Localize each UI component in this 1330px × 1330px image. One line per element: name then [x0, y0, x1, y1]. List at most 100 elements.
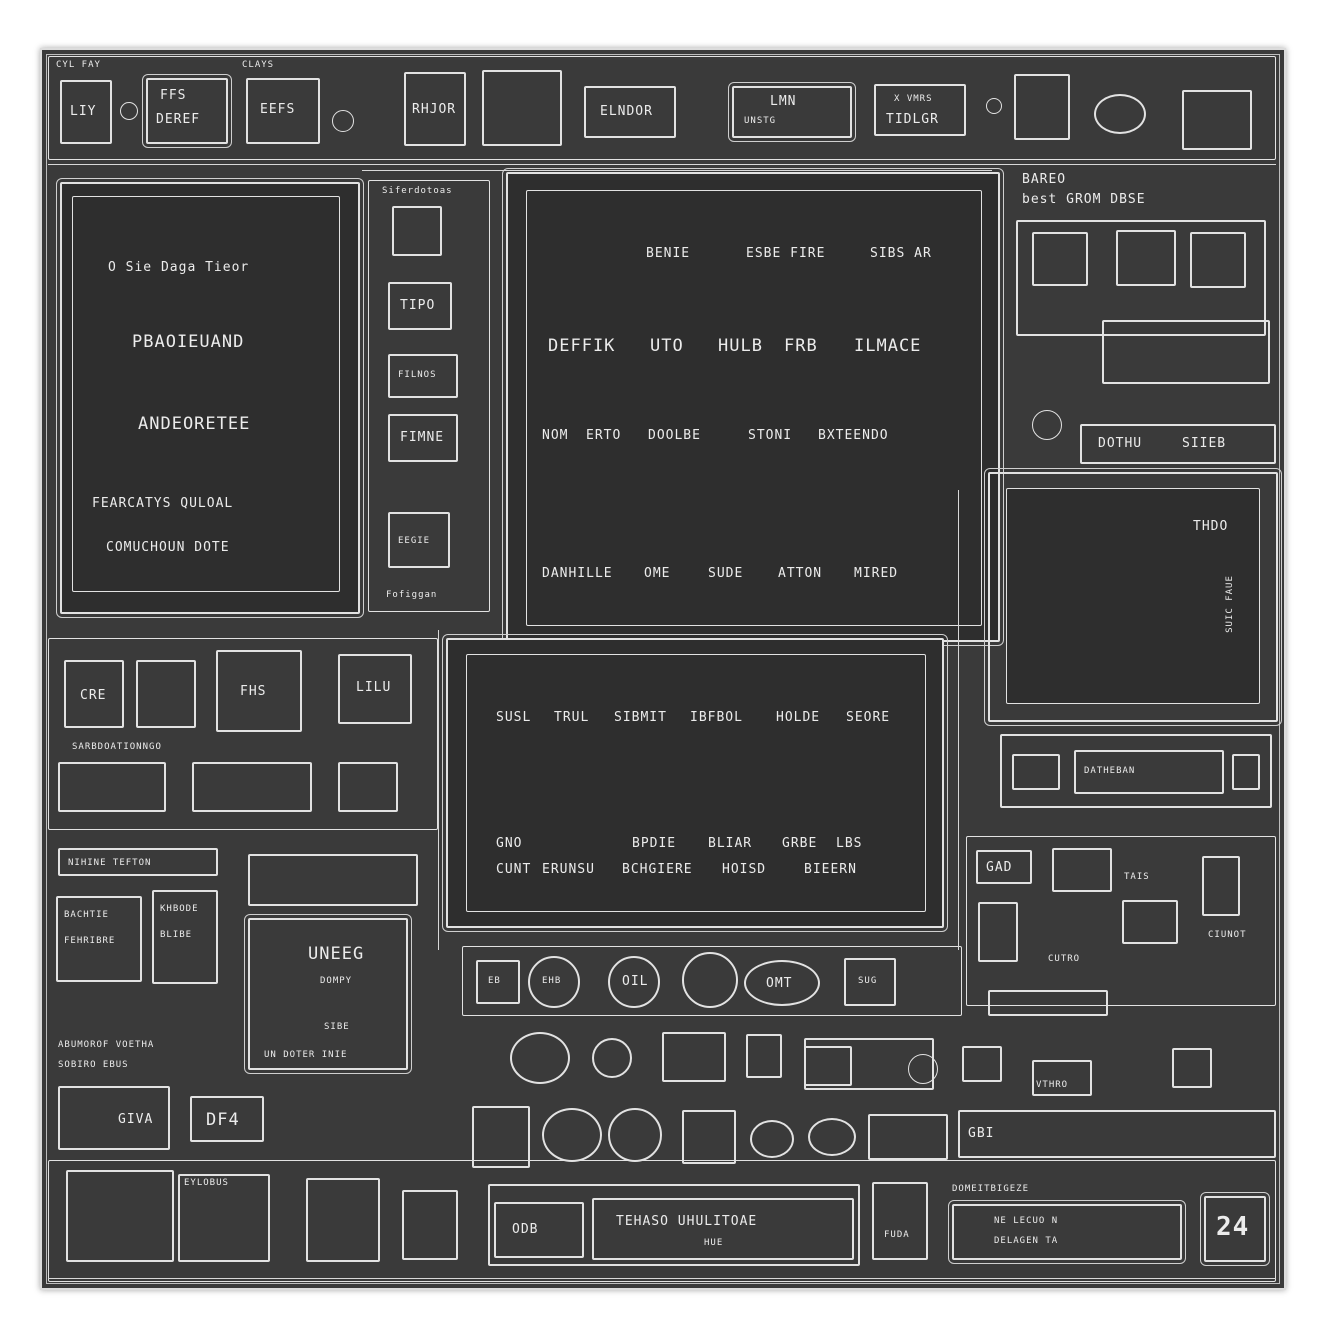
bottom-display-2[interactable]: TEHASO UHULITOAE HUE: [592, 1198, 854, 1260]
right-module-4[interactable]: [1102, 320, 1270, 384]
bottom-display-1-label: ODB: [512, 1222, 539, 1237]
module-2[interactable]: FFS DEREF: [142, 74, 232, 148]
right-row-label: DATHEBAN: [1084, 766, 1136, 776]
row3-module-1[interactable]: [472, 1106, 530, 1168]
right-control-bar[interactable]: DATHEBAN: [1000, 734, 1272, 808]
bottom-display-3[interactable]: FUDA: [872, 1182, 928, 1260]
mid-left-module-6[interactable]: [192, 762, 312, 812]
column-item-3[interactable]: FIMNE: [388, 414, 458, 462]
right-module-3[interactable]: [1190, 232, 1246, 288]
mid-left-module-4[interactable]: LILU: [338, 654, 412, 724]
right-lower-module-5[interactable]: [1122, 900, 1178, 944]
column-item-4[interactable]: EEGIE: [388, 512, 450, 568]
small-module[interactable]: [962, 1046, 1002, 1082]
indicator-icon-2[interactable]: [908, 1054, 938, 1084]
module-2-top-label: FFS: [160, 88, 187, 103]
module-6[interactable]: LMN UNSTG: [728, 82, 856, 142]
column-item-1[interactable]: TIPO: [388, 282, 452, 330]
right-lower-module-2[interactable]: [1052, 848, 1112, 892]
right-lower-label-5: VTHRO: [1036, 1080, 1069, 1090]
right-knob-icon[interactable]: [1032, 410, 1062, 440]
right-lower-module-7[interactable]: [1032, 1060, 1092, 1096]
right-lower-module-6[interactable]: [1172, 1048, 1212, 1088]
right-lower-label-2: TAIS: [1124, 872, 1150, 882]
right-lower-module-4[interactable]: [978, 902, 1018, 962]
center-left-box-6[interactable]: [402, 1190, 458, 1260]
knob-icon[interactable]: [120, 102, 138, 120]
mid-left-label-1: CRE: [80, 688, 107, 703]
dial-2[interactable]: EHB: [528, 956, 580, 1008]
dial-1[interactable]: EB: [476, 960, 520, 1004]
module-1[interactable]: LIY: [60, 80, 112, 144]
mid-left-module-7[interactable]: [338, 762, 398, 812]
bottom-display-4[interactable]: NE LECUO N DELAGEN TA: [948, 1200, 1186, 1264]
bottom-left-box-3[interactable]: [66, 1170, 174, 1262]
module-3[interactable]: EEFS: [246, 78, 320, 144]
right-module-cluster[interactable]: [1016, 220, 1266, 336]
bottom-left-tag[interactable]: NIHINE TEFTON: [58, 848, 218, 876]
right-module-1[interactable]: [1032, 232, 1088, 286]
bottom-left-box-4[interactable]: [178, 1174, 270, 1262]
right-control-display[interactable]: DATHEBAN: [1074, 750, 1224, 794]
gauge-icon-2[interactable]: [510, 1032, 570, 1084]
gauge-icon[interactable]: [1094, 94, 1146, 134]
right-module-2[interactable]: [1116, 230, 1176, 286]
right-lower-module-1[interactable]: GAD: [976, 850, 1032, 884]
gauge-icon-3[interactable]: [542, 1108, 602, 1162]
module-1-label: LIY: [70, 104, 97, 119]
center-left-box-5[interactable]: [306, 1178, 380, 1262]
knob-icon-3[interactable]: [750, 1120, 794, 1158]
chip-icon[interactable]: [1182, 90, 1252, 150]
module-6-label: LMN: [770, 94, 797, 109]
right-lower-rack[interactable]: GBI: [958, 1110, 1276, 1158]
dial-icon-3[interactable]: [608, 1108, 662, 1162]
module-8[interactable]: X VMRS TIDLGR: [874, 84, 966, 136]
right-lower-module-3[interactable]: [1202, 856, 1240, 916]
bottom-display-3-label: FUDA: [884, 1230, 910, 1240]
row3-module-3[interactable]: [868, 1114, 948, 1160]
switch-block[interactable]: [662, 1032, 726, 1082]
module-4[interactable]: RHJOR: [404, 72, 466, 146]
top-bar: [48, 56, 1276, 160]
dial-3[interactable]: OIL: [608, 956, 660, 1008]
main-row-6-e: LBS: [836, 836, 863, 851]
right-control-button[interactable]: [1012, 754, 1060, 790]
mid-left-module-2[interactable]: [136, 660, 196, 728]
right-screen-frame: [984, 468, 1282, 726]
bottom-left-list-box[interactable]: BACHTIE FEHRIBRE: [56, 896, 142, 982]
dial-icon[interactable]: [332, 110, 354, 132]
knob-icon-2[interactable]: [592, 1038, 632, 1078]
socket-icon[interactable]: [1014, 74, 1070, 140]
dial-row: [462, 946, 962, 1016]
right-footer-bar[interactable]: DOTHU SIIEB: [1080, 424, 1276, 464]
right-lower-panel: [966, 836, 1276, 1006]
knob-icon-4[interactable]: [808, 1118, 856, 1156]
bottom-display-5[interactable]: 24: [1200, 1192, 1270, 1266]
bottom-left-list-1: BACHTIE: [64, 910, 109, 920]
dial-gauge-icon[interactable]: [682, 952, 738, 1008]
bottom-left-box-2[interactable]: DF4: [190, 1096, 264, 1142]
mid-left-module-5[interactable]: [58, 762, 166, 812]
main-row-3-d: STONI: [748, 428, 793, 443]
main-row-6-a: GNO: [496, 836, 523, 851]
bottom-left-box-1[interactable]: GIVA: [58, 1086, 170, 1150]
mid-left-label-2: FHS: [240, 684, 267, 699]
center-left-header-box[interactable]: [248, 854, 418, 906]
bottom-left-list-box-2[interactable]: KHBODE BLIBE: [152, 890, 218, 984]
dial-5[interactable]: SUG: [844, 958, 896, 1006]
mid-left-module-3[interactable]: FHS: [216, 650, 302, 732]
module-5[interactable]: ELNDOR: [584, 86, 676, 138]
socket-icon-2[interactable]: [746, 1034, 782, 1078]
right-control-switch[interactable]: [1232, 754, 1260, 790]
dial-4[interactable]: OMT: [744, 960, 820, 1006]
bottom-left-list-2: FEHRIBRE: [64, 936, 116, 946]
column-item-2[interactable]: FILNOS: [388, 354, 458, 398]
right-lower-bar[interactable]: [988, 990, 1108, 1016]
column-item-icon-1[interactable]: [392, 206, 442, 256]
bottom-display-5-label: 24: [1216, 1212, 1250, 1242]
row3-module-2[interactable]: [682, 1110, 736, 1164]
mid-left-module-1[interactable]: CRE: [64, 660, 124, 728]
column-item-1-label: TIPO: [400, 298, 436, 313]
bottom-display-1[interactable]: ODB: [494, 1202, 584, 1258]
trace-line: [958, 490, 959, 950]
